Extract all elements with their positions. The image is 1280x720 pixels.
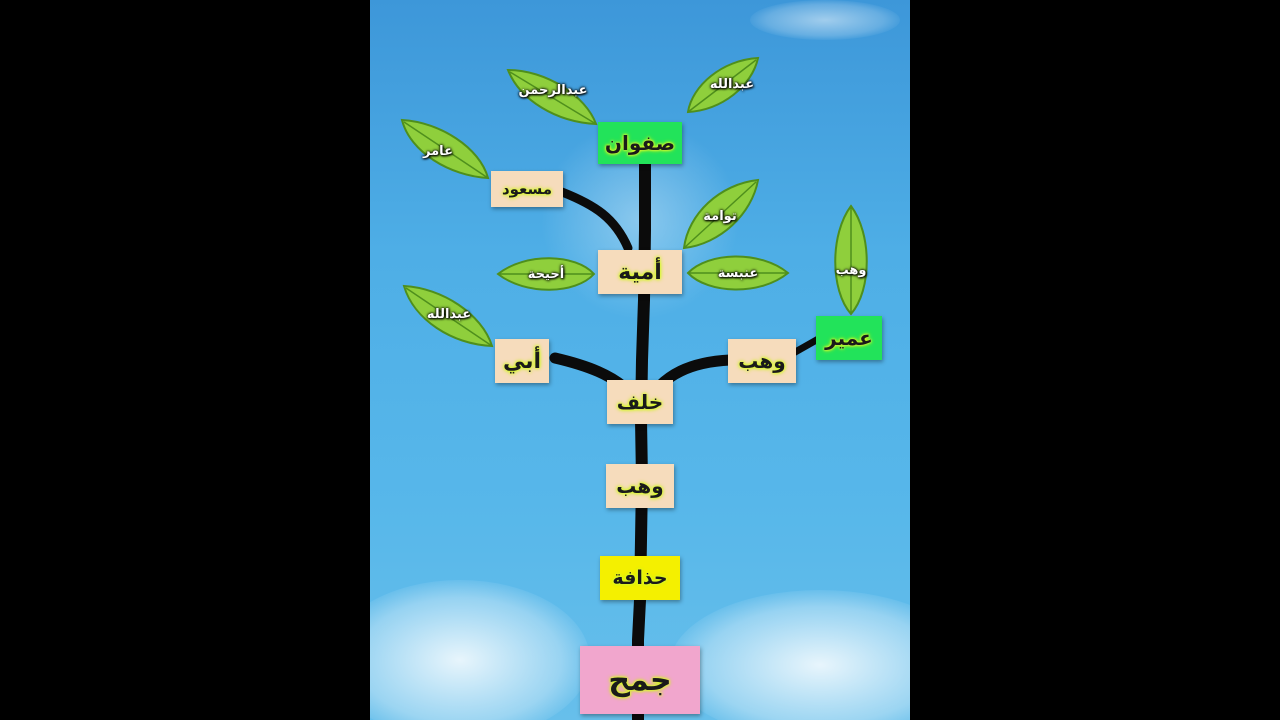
branch-masud <box>557 187 633 253</box>
node-masud: مسعود <box>491 171 563 207</box>
leaf-wahb: وهب <box>826 204 876 316</box>
node-safwan: صفوان <box>598 122 682 164</box>
leaf-amir: عامر <box>400 118 492 180</box>
node-umayr: عمير <box>816 316 882 360</box>
node-umayya: أمية <box>598 250 682 294</box>
leaf-anbasa: عنبسة <box>686 250 790 296</box>
node-hudhafa: حذافة <box>600 556 680 600</box>
leaf-uhayha: أحيحة <box>496 252 596 296</box>
cloud <box>370 580 590 720</box>
leaf-label: توامة <box>703 208 737 224</box>
node-ubayy: أبي <box>495 339 549 383</box>
tree-branches <box>549 154 824 720</box>
leaf-abdullah-safwan: عبدالله <box>682 56 762 116</box>
leaf-label: وهب <box>835 262 867 278</box>
leaf-tawama: توامة <box>680 178 760 250</box>
leaf-label: عنبسة <box>717 265 759 281</box>
node-root-jumah: جمح <box>580 646 700 714</box>
leaf-label: أحيحة <box>527 266 565 282</box>
leaf-label: عبدالله <box>709 76 755 92</box>
family-tree-canvas: عبدالله عبدالرحمن عامر توامة أحيحة عنبسة… <box>370 0 910 720</box>
leaf-abdullah-ubayy: عبدالله <box>402 284 496 348</box>
leaf-label: عامر <box>423 143 453 159</box>
leaf-label: عبدالله <box>426 306 472 322</box>
node-wahb-branch: وهب <box>728 339 796 383</box>
node-khalaf: خلف <box>607 380 673 424</box>
leaf-label: عبدالرحمن <box>518 82 588 98</box>
cloud <box>750 0 900 40</box>
node-wahb: وهب <box>606 464 674 508</box>
trunk <box>632 154 651 720</box>
leaf-abdulrahman: عبدالرحمن <box>506 66 600 126</box>
